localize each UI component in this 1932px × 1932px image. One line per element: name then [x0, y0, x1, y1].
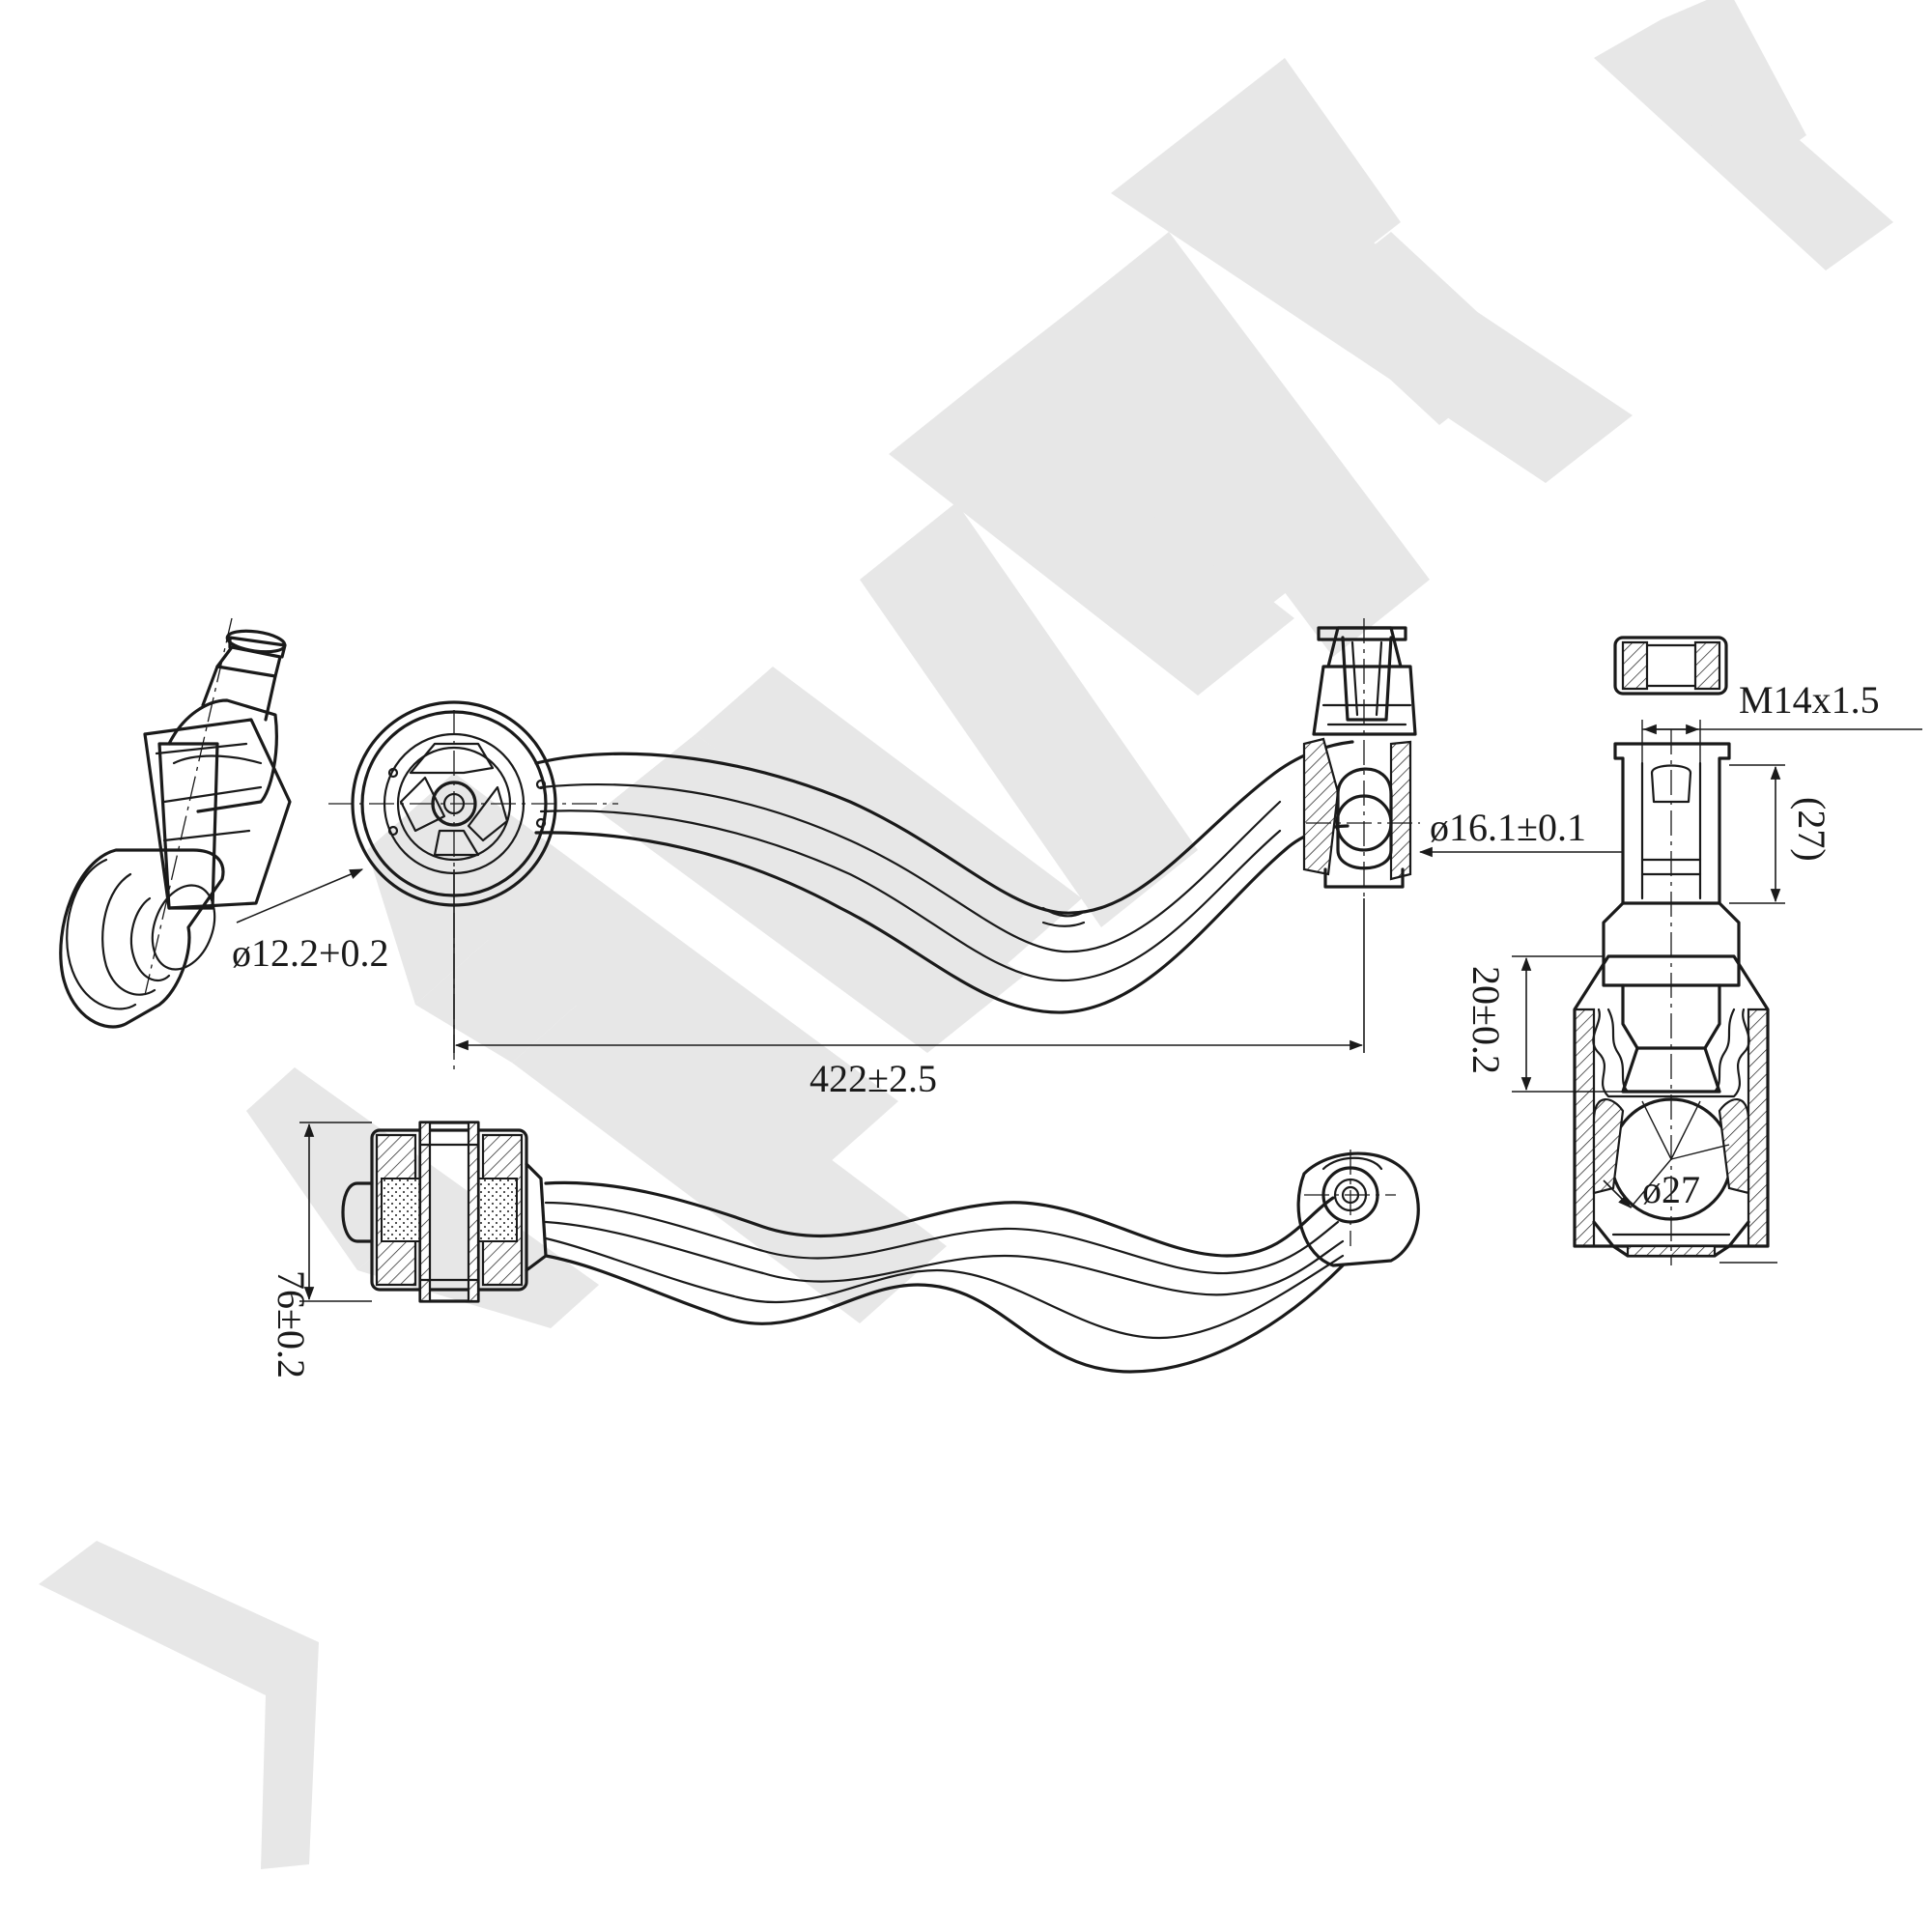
side-view-arm	[341, 1121, 1420, 1374]
dim-joint-height: 20±0.2	[1464, 955, 1623, 1093]
dim-ball-diameter-text: ø27	[1642, 1168, 1700, 1211]
dim-ball-pin-taper-text: ø16.1±0.1	[1430, 806, 1586, 849]
ball-joint-section	[1573, 636, 1777, 1265]
dim-bushing-width: 76±0.2	[270, 1122, 372, 1378]
perspective-view	[59, 617, 292, 1029]
dim-bushing-width-text: 76±0.2	[270, 1270, 313, 1378]
dim-joint-height-text: 20±0.2	[1464, 966, 1508, 1074]
dim-thread-length: (27)	[1729, 764, 1833, 904]
dim-bushing-bore: ø12.2+0.2	[232, 868, 389, 975]
watermark-logo	[39, 0, 1893, 1869]
dim-center-length: 422±2.5	[453, 869, 1365, 1100]
dim-center-length-text: 422±2.5	[810, 1057, 937, 1100]
dim-thread-text: M14x1.5	[1739, 678, 1880, 722]
dim-ball-pin-taper: ø16.1±0.1	[1418, 806, 1623, 858]
dim-bushing-bore-text: ø12.2+0.2	[232, 931, 389, 975]
dim-ball-diameter: ø27	[1603, 1168, 1700, 1211]
dim-thread-length-text: (27)	[1790, 797, 1833, 862]
dim-thread: M14x1.5	[1641, 678, 1922, 763]
